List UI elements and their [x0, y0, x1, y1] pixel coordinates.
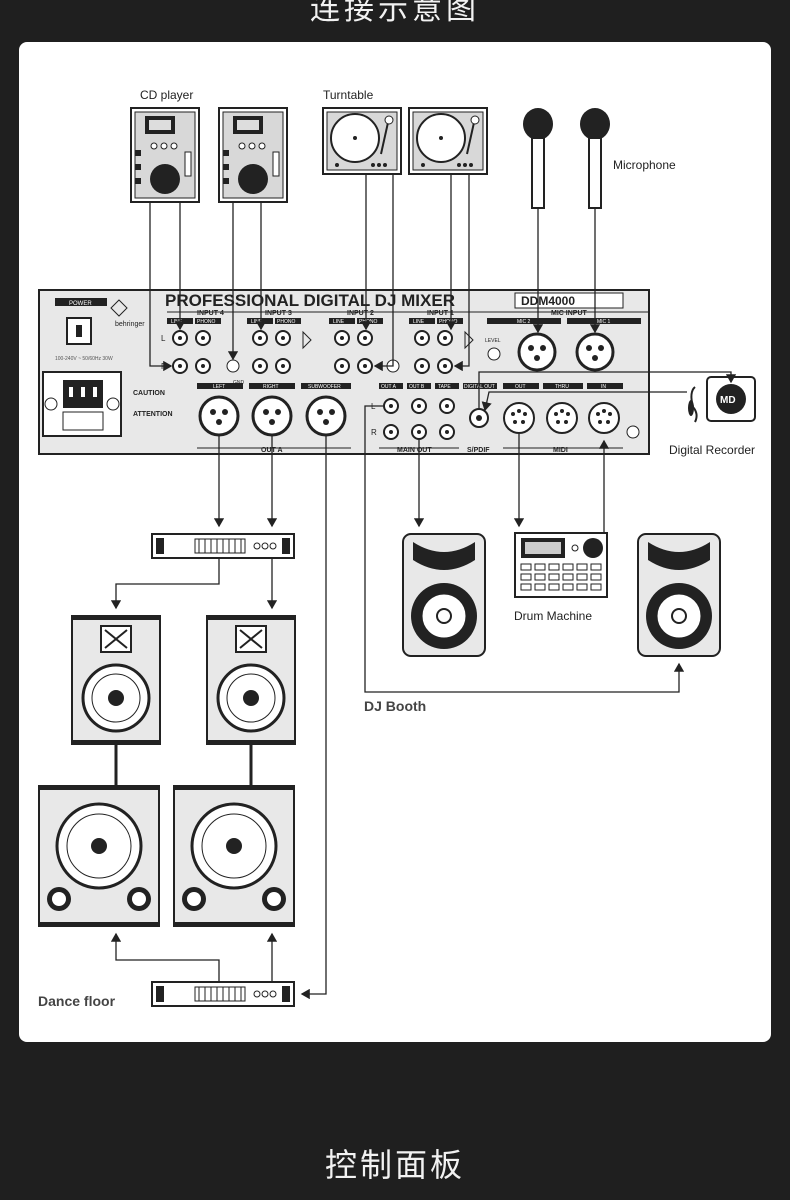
top-speaker-right [206, 615, 296, 745]
microphone-1 [523, 108, 553, 209]
svg-text:LINE: LINE [333, 319, 345, 325]
cd-player-1 [130, 107, 200, 203]
cables [110, 174, 737, 1000]
dj-mixer: PROFESSIONAL DIGITAL DJ MIXER DDM4000 be… [38, 289, 650, 455]
page-title: 连接示意图 [310, 0, 480, 27]
caution-label: CAUTION [133, 390, 165, 397]
power-label: POWER [69, 301, 92, 307]
drum-machine [514, 532, 608, 598]
svg-text:100-240V ~ 50/60Hz 30W: 100-240V ~ 50/60Hz 30W [55, 356, 113, 362]
microphone-2 [580, 108, 610, 209]
connection-diagram: CD player Turntable Microphone PROFESSIO… [38, 88, 756, 1009]
mixer-model: DDM4000 [521, 294, 575, 308]
main-out-section: OUT A OUT B TAPE DIGITAL OUT L R MAIN OU… [371, 383, 497, 454]
amplifier-bottom [151, 981, 295, 1007]
svg-text:LINE: LINE [413, 319, 425, 325]
midi-section: OUT THRU IN MIDI [503, 383, 640, 454]
svg-text:LEFT: LEFT [213, 384, 225, 390]
attention-label: ATTENTION [133, 411, 173, 418]
input1-label: INPUT 1 [427, 310, 454, 317]
cd-player-label: CD player [140, 88, 193, 102]
input3-label: INPUT 3 [265, 310, 292, 317]
svg-text:RIGHT: RIGHT [263, 384, 279, 390]
svg-text:LEVEL: LEVEL [485, 338, 501, 344]
mixer-title: PROFESSIONAL DIGITAL DJ MIXER [165, 291, 455, 310]
input2-label: INPUT 2 [347, 310, 374, 317]
svg-text:TAPE: TAPE [438, 384, 451, 390]
cd-player-2 [218, 107, 288, 203]
main-out-label: MAIN OUT [397, 447, 432, 454]
svg-text:OUT A: OUT A [381, 384, 397, 390]
svg-text:IN: IN [601, 384, 606, 390]
digital-recorder: MD [688, 376, 756, 423]
md-logo: MD [720, 395, 736, 406]
top-speaker-left [71, 615, 161, 745]
svg-text:R: R [371, 428, 377, 437]
mic-input-label: MIC INPUT [551, 310, 588, 317]
mic-inputs: MIC 2 MIC 1 LEVEL [485, 318, 641, 372]
svg-text:OUT: OUT [515, 384, 526, 390]
diagram-card: CD player Turntable Microphone PROFESSIO… [19, 42, 771, 1042]
svg-text:THRU: THRU [555, 384, 569, 390]
svg-text:MIC 1: MIC 1 [597, 319, 611, 325]
dj-booth-speaker-right [637, 533, 721, 657]
subwoofer-left [38, 785, 160, 927]
midi-label: MIDI [553, 447, 568, 454]
spdif-label: S/PDIF [467, 447, 490, 454]
svg-text:L: L [161, 334, 166, 343]
dj-booth-label: DJ Booth [364, 698, 426, 714]
turntable-1 [322, 107, 402, 175]
dj-booth-speaker-left [402, 533, 486, 657]
drum-machine-label: Drum Machine [514, 609, 592, 623]
svg-text:LINE: LINE [171, 319, 183, 325]
svg-text:MIC 2: MIC 2 [517, 319, 531, 325]
digital-recorder-label: Digital Recorder [669, 443, 755, 457]
dance-floor-label: Dance floor [38, 993, 116, 1009]
svg-text:PHONO: PHONO [277, 319, 295, 325]
svg-text:OUT B: OUT B [409, 384, 425, 390]
input4-label: INPUT 4 [197, 310, 224, 317]
amplifier-top [151, 533, 295, 559]
turntable-2 [408, 107, 488, 175]
svg-text:SUBWOOFER: SUBWOOFER [308, 384, 341, 390]
section-title: 控制面板 [324, 1146, 465, 1184]
svg-text:PHONO: PHONO [439, 319, 457, 325]
svg-text:PHONO: PHONO [359, 319, 377, 325]
brand-logo: behringer [115, 321, 145, 328]
turntable-label: Turntable [323, 88, 374, 102]
microphone-label: Microphone [613, 158, 676, 172]
svg-text:PHONO: PHONO [197, 319, 215, 325]
subwoofer-right [173, 785, 295, 927]
